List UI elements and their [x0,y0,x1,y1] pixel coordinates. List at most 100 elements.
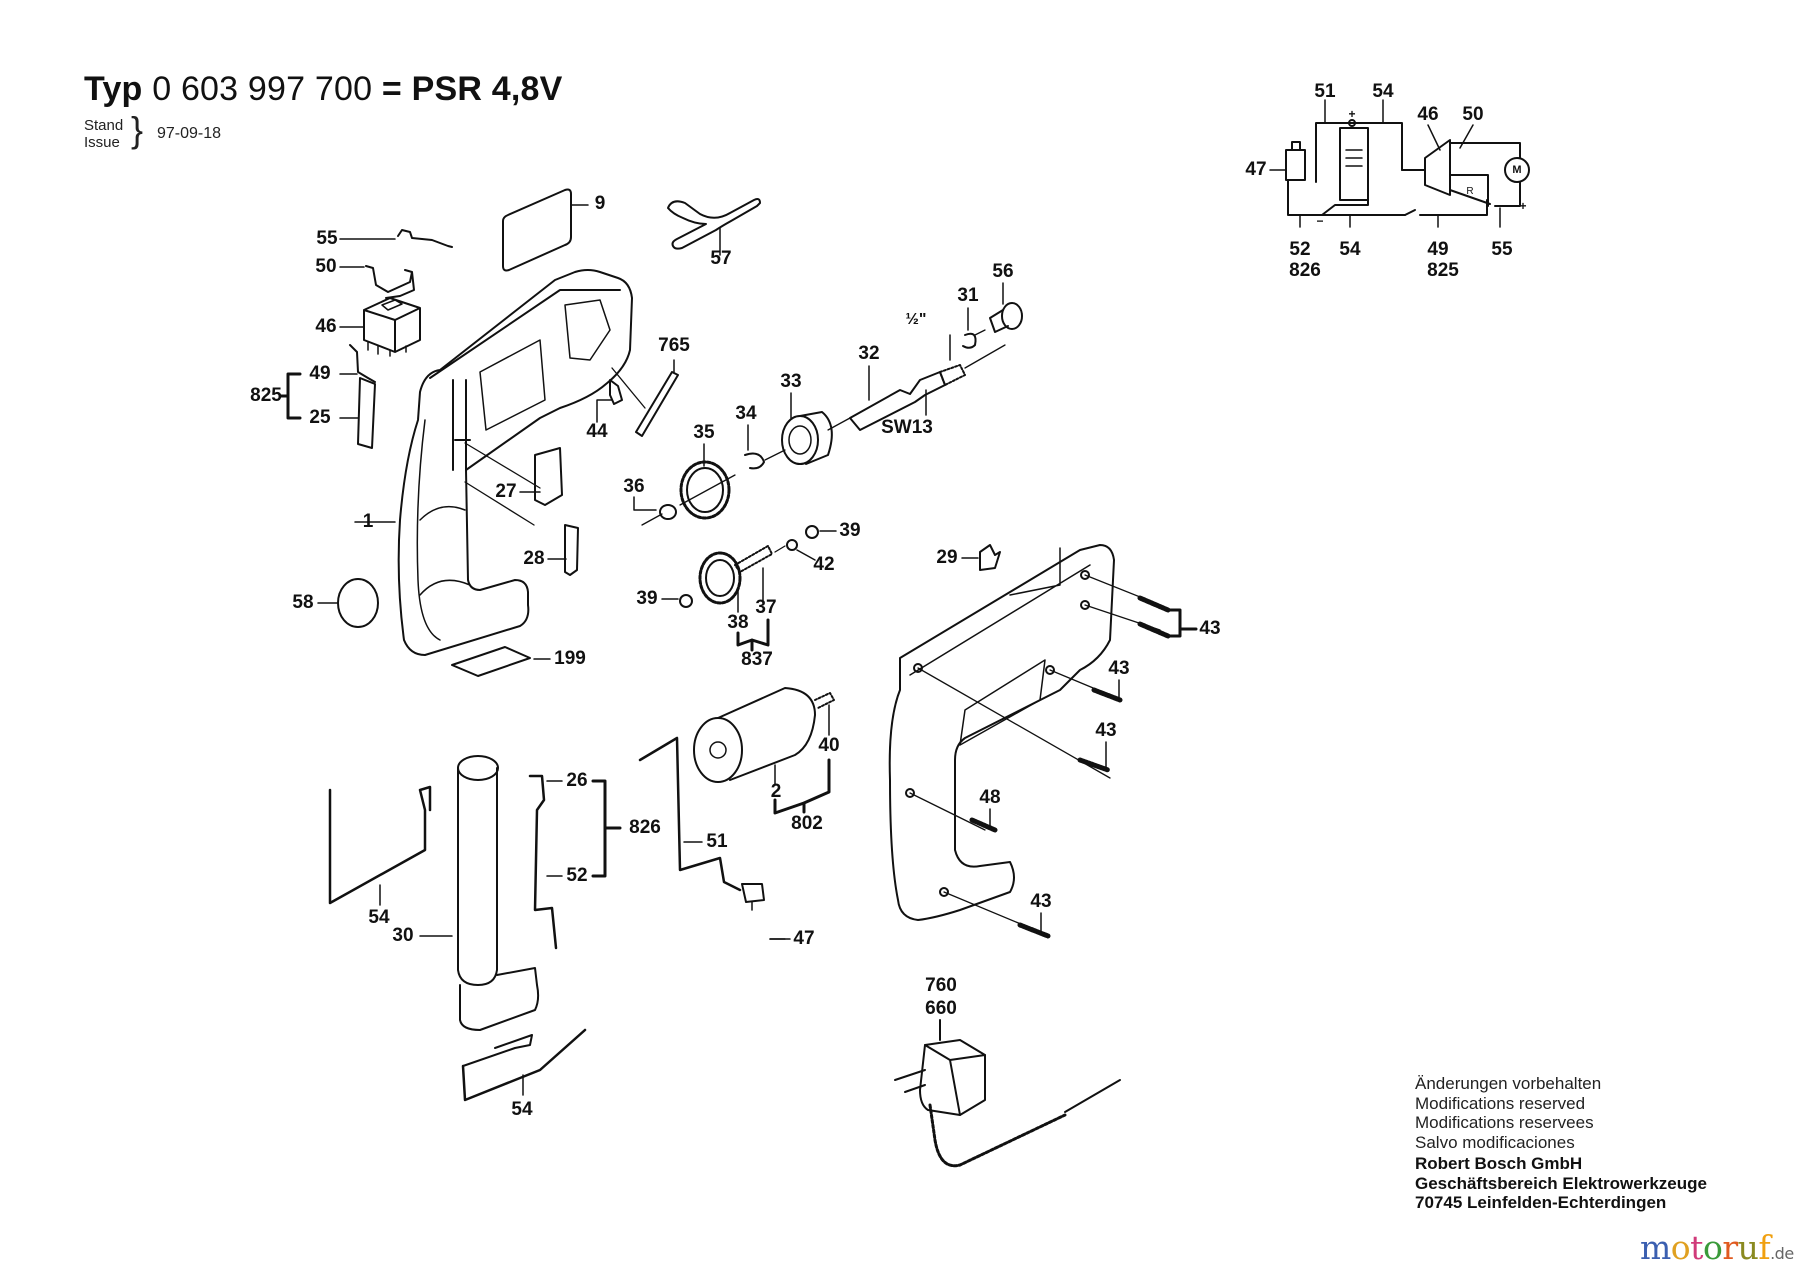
thread-size-label: ½" [905,311,927,328]
part-label-38: 38 [727,612,749,633]
part-label-55: 55 [316,228,338,249]
part-30-battery-pack [419,755,540,1031]
issue-date: 97-09-18 [157,125,222,142]
part-31-ring [962,307,977,349]
part-label-46: 46 [315,316,337,337]
bracket-825 [278,372,302,420]
circuit-label-55: 55 [1491,239,1513,260]
page-title: Typ 0 603 997 700 = PSR 4,8V [84,70,563,109]
part-label-56: 56 [992,261,1014,282]
part-55-contact [339,229,453,248]
issue-label: Issue [84,134,120,151]
housing-right-half [888,544,1161,933]
part-label-32: 32 [858,343,880,364]
part-label-826: 826 [629,817,661,838]
battery-plus-sign: + [1348,107,1356,121]
part-33-bearing [764,392,851,465]
company-name: Robert Bosch GmbH [1415,1154,1583,1173]
stand-issue-labels: Stand Issue [84,117,123,151]
part-42-washer [786,539,798,551]
part-57-key [667,198,761,256]
circuit-diagram [1269,99,1530,228]
part-label-40: 40 [818,735,840,756]
part-label-47: 47 [793,928,815,949]
part-label-54-left: 54 [368,907,390,928]
part-label-50: 50 [315,256,337,277]
note-line-es: Salvo modificaciones [1415,1132,1575,1152]
logo-letter: u [1737,1228,1759,1267]
part-label-1: 1 [362,511,374,532]
logo-letter: o [1702,1228,1723,1267]
circuit-label-46: 46 [1417,104,1439,125]
part-label-44: 44 [586,421,608,442]
part-label-37: 37 [755,597,777,618]
model-name: PSR 4,8V [411,70,563,108]
reverse-mark: R [1466,186,1474,197]
part-49-25-terminal [339,344,376,449]
company-address: 70745 Leinfelden-Echterdingen [1415,1193,1667,1212]
part-label-25: 25 [309,407,331,428]
part-label-43-bottom: 43 [1030,891,1052,912]
part-label-199: 199 [554,648,586,669]
part-label-52: 52 [566,865,588,886]
part-label-43-mid: 43 [1108,658,1130,679]
circuit-label-52: 52 [1289,239,1311,260]
circuit-label-825: 825 [1427,260,1459,281]
stand-label: Stand [84,117,124,134]
company-division: Geschäftsbereich Elektrowerkzeuge [1415,1173,1707,1193]
circuit-label-47: 47 [1245,159,1267,180]
note-line-fr: Modifications reservees [1415,1113,1594,1132]
part-label-35: 35 [693,422,715,443]
motoruf-watermark-logo: motoruf.de [1640,1228,1794,1267]
logo-letter: t [1690,1228,1703,1267]
wrench-size-label-sw13: SW13 [881,417,933,438]
part-29-clip [979,544,1001,571]
part-9-nameplate [502,188,589,272]
part-39-bearing-pin-left [679,594,693,608]
part-54-cable-left [328,785,432,906]
logo-letter: m [1640,1228,1671,1267]
part-label-802: 802 [791,813,823,834]
part-label-39-left: 39 [636,588,658,609]
part-38-37-planet-gear [698,545,786,652]
part-51-wire-47-thermal-switch [638,736,791,940]
part-label-765: 765 [658,335,690,356]
part-label-39-right: 39 [839,520,861,541]
part-label-760: 760 [925,975,957,996]
part-label-27: 27 [495,481,517,502]
note-line-de: Änderungen vorbehalten [1415,1074,1602,1093]
type-number: 0 603 997 700 [152,70,373,108]
part-label-33: 33 [780,371,802,392]
part-36-bushing [633,496,677,526]
part-label-43-pair: 43 [1199,618,1221,639]
circuit-label-50: 50 [1462,104,1484,125]
part-2-motor [693,687,835,815]
part-label-48: 48 [979,787,1001,808]
part-label-2: 2 [770,781,782,802]
part-label-43-lower: 43 [1095,720,1117,741]
typ-label: Typ [84,70,143,108]
brace-symbol: } [131,109,144,150]
part-label-825: 825 [250,385,282,406]
logo-letter: r [1722,1228,1738,1267]
note-line-en: Modifications reserved [1415,1093,1586,1113]
equals-sign: = [381,70,402,108]
part-34-retaining-ring [744,424,765,470]
part-label-58: 58 [292,592,314,613]
screws-43-48 [969,595,1198,939]
part-label-26: 26 [566,770,588,791]
part-label-29: 29 [936,547,958,568]
part-46-switch [339,297,421,357]
part-1-housing-half [354,269,633,656]
logo-letter: f [1758,1228,1771,1267]
part-label-54-bottom: 54 [511,1099,533,1120]
part-54-cable-bottom [461,1028,587,1102]
battery-minus-sign: − [1316,214,1324,228]
part-44-clip [609,379,623,405]
part-765-pin [635,371,679,437]
part-27-28-slides [464,442,579,576]
part-label-837: 837 [741,649,773,670]
part-35-gear [679,443,736,520]
part-58-o-ring [337,578,379,628]
